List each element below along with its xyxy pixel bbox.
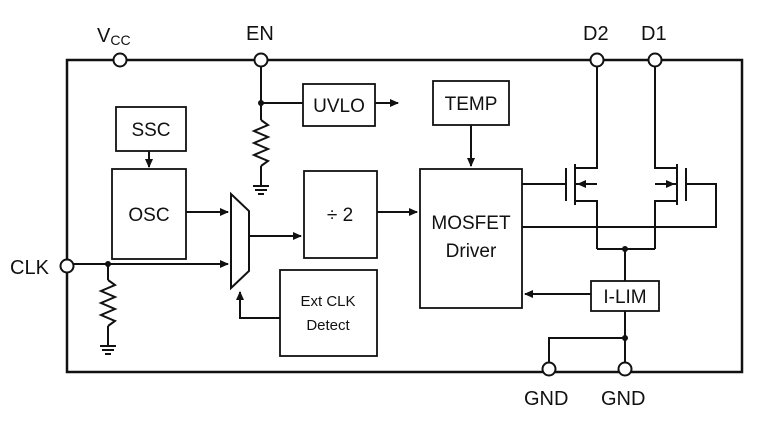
uvlo-block <box>302 83 376 127</box>
mosfet-label-line1: MOSFET <box>431 213 511 234</box>
divider-label: ÷ 2 <box>327 205 353 226</box>
clk-pin <box>59 258 75 274</box>
ssc-label: SSC <box>131 120 170 141</box>
vcc-label: VCC <box>97 25 131 48</box>
mosfet-driver-block <box>419 168 523 309</box>
clk-label: CLK <box>10 257 50 279</box>
gnd-left-label: GND <box>524 388 568 410</box>
en-ground-icon <box>253 185 269 195</box>
ext-clk-label-line2: Detect <box>306 317 350 334</box>
gnd-right-label: GND <box>601 388 645 410</box>
temp-label: TEMP <box>445 94 498 115</box>
temp-block <box>432 80 510 126</box>
vcc-pin <box>112 52 128 68</box>
gate-drive-d1 <box>522 183 717 228</box>
gnd-wiring <box>548 311 628 363</box>
ilim-label: I-LIM <box>603 287 646 308</box>
mosfet-d1-icon <box>654 66 687 249</box>
clk-wiring <box>73 260 229 346</box>
gnd-right-pin <box>617 361 633 377</box>
divider-block <box>303 170 378 259</box>
ext-clk-label-line1: Ext CLK <box>300 293 355 310</box>
ext-clk-to-mux-arrow <box>236 291 280 319</box>
uvlo-label: UVLO <box>313 96 365 117</box>
mosfet-label-line2: Driver <box>446 241 497 262</box>
osc-block <box>111 168 187 260</box>
d2-pin <box>589 52 605 68</box>
ext-clk-detect-block <box>279 269 378 357</box>
source-node <box>597 246 655 281</box>
en-wiring <box>251 66 303 186</box>
clk-ground-icon <box>100 345 116 355</box>
d1-pin <box>647 52 663 68</box>
mosfet-d2-icon <box>565 66 598 249</box>
ssc-block <box>115 106 187 152</box>
chip-outline <box>65 58 744 374</box>
gnd-left-pin <box>541 361 557 377</box>
d2-label: D2 <box>583 23 609 45</box>
clock-mux <box>230 191 250 291</box>
d1-label: D1 <box>641 23 667 45</box>
osc-label: OSC <box>128 205 169 226</box>
en-label: EN <box>246 23 274 45</box>
en-pin <box>253 52 269 68</box>
